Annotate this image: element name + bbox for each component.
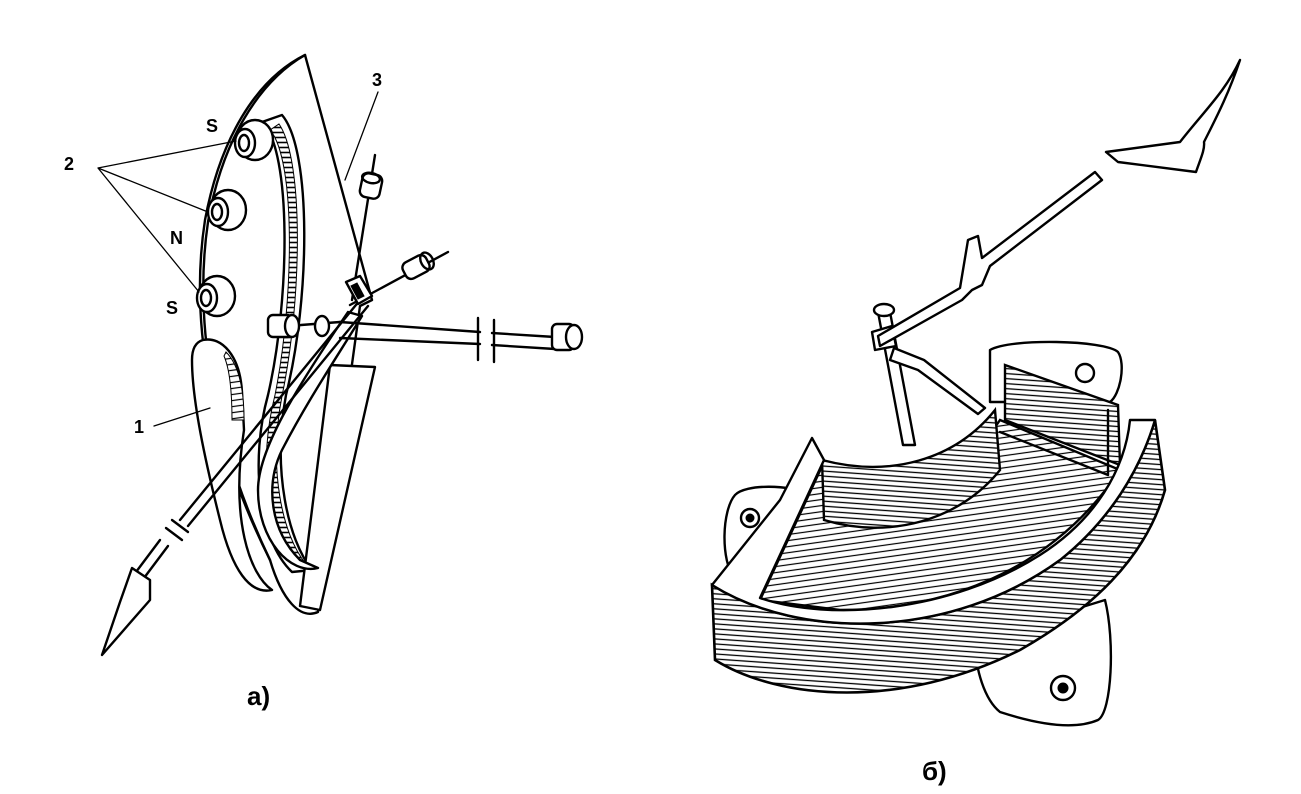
shaft-break-marks	[476, 316, 496, 364]
clamp-block	[344, 274, 374, 306]
magnet-pole-bottom	[195, 274, 237, 318]
pole-label-s-top: S	[206, 116, 218, 136]
caption-a: а)	[247, 681, 270, 711]
caption-b: б)	[922, 756, 947, 786]
coil-window-inner	[998, 408, 1110, 477]
callout-2: 2	[64, 154, 74, 174]
paddle-hatch	[223, 351, 245, 421]
horizontal-shaft	[338, 320, 557, 351]
flange-bottom-hole-dot	[1057, 682, 1069, 694]
pointer-needle	[178, 298, 370, 528]
pole-label-n: N	[170, 228, 183, 248]
diagonal-cylinder	[401, 251, 435, 281]
shaft-end-nut	[550, 322, 584, 352]
leader-line-3	[344, 91, 379, 181]
figure-a: 2 3 1 S N S а)	[64, 53, 584, 711]
leader-lines-2	[97, 140, 237, 293]
pointer-arrowhead	[100, 566, 152, 657]
pointer-break-marks	[164, 518, 190, 542]
leader-line-1	[153, 407, 211, 427]
pole-label-s-bottom: S	[166, 298, 178, 318]
magnet-pole-middle	[206, 188, 248, 232]
callout-1: 1	[134, 417, 144, 437]
pointer-b-tail	[888, 346, 987, 416]
bent-arm	[256, 310, 364, 571]
upper-cylinder	[358, 171, 384, 200]
flange-left-hole-dot	[745, 513, 755, 523]
pivot-nut	[266, 313, 331, 339]
pivot-post-top	[872, 302, 896, 318]
lower-plate	[298, 363, 377, 612]
pointer-lower	[134, 538, 170, 580]
inner-wall	[820, 406, 1002, 529]
magnet-pole-top	[233, 118, 275, 162]
outer-wall-top-edge	[710, 418, 1157, 625]
flange-right-hole	[1074, 362, 1096, 384]
pointer-b	[876, 170, 1104, 348]
figure-b	[710, 58, 1242, 727]
pointer-b-tip	[1104, 58, 1242, 174]
callout-3: 3	[372, 70, 382, 90]
